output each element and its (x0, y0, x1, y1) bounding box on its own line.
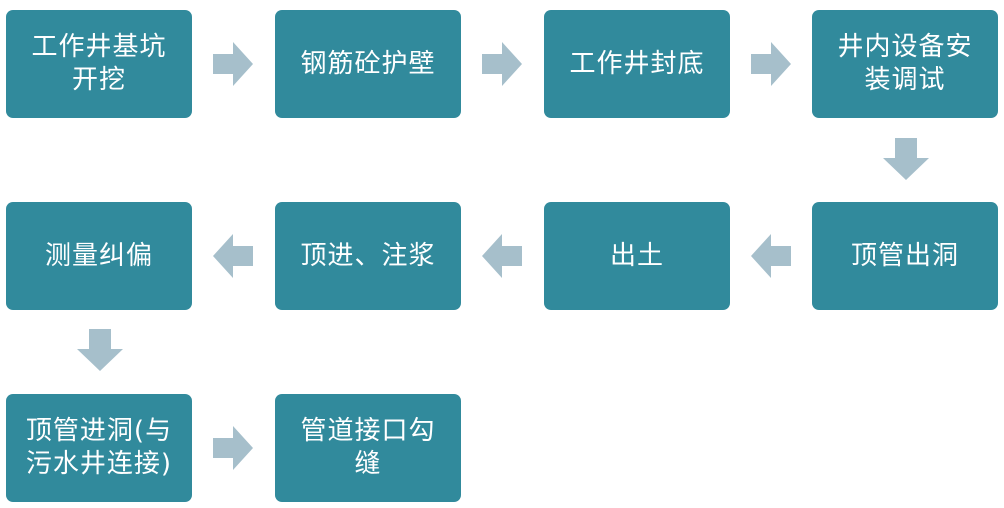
step-well-sealing: 工作井封底 (544, 10, 730, 118)
arrow-down-icon (883, 138, 929, 180)
step-pipe-reception: 顶管进洞(与 污水井连接) (6, 394, 192, 502)
step-equipment-install: 井内设备安 装调试 (812, 10, 998, 118)
arrow-right-icon (213, 42, 253, 86)
step-retaining-wall: 钢筋砼护壁 (275, 10, 461, 118)
step-excavation: 工作井基坑 开挖 (6, 10, 192, 118)
step-survey-correction: 测量纠偏 (6, 202, 192, 310)
arrow-left-icon (213, 234, 253, 278)
step-soil-removal: 出土 (544, 202, 730, 310)
arrow-right-icon (751, 42, 791, 86)
arrow-left-icon (482, 234, 522, 278)
arrow-right-icon (482, 42, 522, 86)
arrow-right-icon (213, 426, 253, 470)
step-pipe-launch: 顶管出洞 (812, 202, 998, 310)
step-jacking-grouting: 顶进、注浆 (275, 202, 461, 310)
arrow-down-icon (77, 329, 123, 371)
arrow-left-icon (751, 234, 791, 278)
step-joint-pointing: 管道接口勾 缝 (275, 394, 461, 502)
